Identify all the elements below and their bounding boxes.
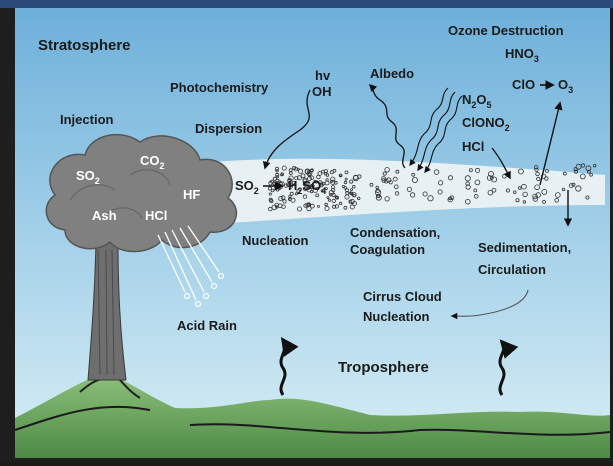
label-oh: OH — [312, 84, 332, 99]
label-hv: hv — [315, 68, 331, 83]
label-cirrus-nucleation: Nucleation — [363, 309, 430, 324]
label-ozone-destruction: Ozone Destruction — [448, 23, 564, 38]
label-circulation: Circulation — [478, 262, 546, 277]
cloud-label-hf: HF — [183, 187, 200, 202]
label-nucleation: Nucleation — [242, 233, 309, 248]
label-troposphere: Troposphere — [338, 359, 429, 376]
label-cirrus-cloud: Cirrus Cloud — [363, 289, 442, 304]
label-sedimentation: Sedimentation, — [478, 240, 571, 255]
label-clo: ClO — [512, 77, 535, 92]
label-acid-rain: Acid Rain — [177, 318, 237, 333]
cloud-label-hcl: HCl — [145, 208, 167, 223]
label-photochemistry: Photochemistry — [170, 80, 269, 95]
label-condensation: Condensation, — [350, 225, 440, 240]
label-stratosphere: Stratosphere — [38, 37, 131, 54]
label-albedo: Albedo — [370, 66, 414, 81]
cloud-label-ash: Ash — [92, 208, 117, 223]
label-injection: Injection — [60, 112, 114, 127]
top-border — [0, 0, 613, 8]
label-dispersion: Dispersion — [195, 121, 262, 136]
label-coagulation: Coagulation — [350, 242, 425, 257]
label-hcl-right: HCl — [462, 139, 484, 154]
